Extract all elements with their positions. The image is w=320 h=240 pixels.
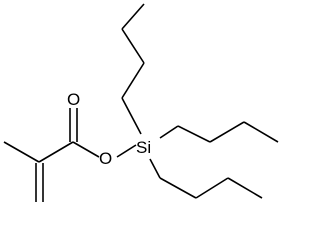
bond-ester-oxygen-to-silicon xyxy=(116,144,137,158)
bond-right-butyl-c3-c4 xyxy=(243,121,279,143)
bond-silicon-to-lower-butyl-c1 xyxy=(149,158,161,179)
bond-alkene-carbon-to-carbonyl-carbon xyxy=(38,141,74,163)
bond-silicon-to-right-butyl-c1 xyxy=(159,125,179,139)
bond-silicon-to-upper-butyl-c1 xyxy=(121,97,142,135)
bond-right-butyl-c1-c2 xyxy=(177,125,211,143)
silicon-label: Si xyxy=(136,138,151,157)
bond-lower-butyl-c1-c2 xyxy=(159,177,197,199)
bond-upper-butyl-c2-c3 xyxy=(121,28,145,64)
ester-oxygen-label: O xyxy=(99,149,112,168)
bond-methyl-to-alkene-carbon xyxy=(3,141,40,163)
bond-lower-butyl-c3-c4 xyxy=(227,177,263,199)
chemical-structure-diagram: O O Si xyxy=(3,3,279,202)
bond-right-butyl-c2-c3 xyxy=(209,121,245,143)
carbonyl-oxygen-label: O xyxy=(67,90,80,109)
bond-upper-butyl-c3-c4 xyxy=(121,3,145,30)
bond-upper-butyl-c1-c2 xyxy=(121,62,145,99)
bond-lower-butyl-c2-c3 xyxy=(195,177,229,199)
bond-carbonyl-carbon-to-ester-oxygen xyxy=(72,141,100,158)
